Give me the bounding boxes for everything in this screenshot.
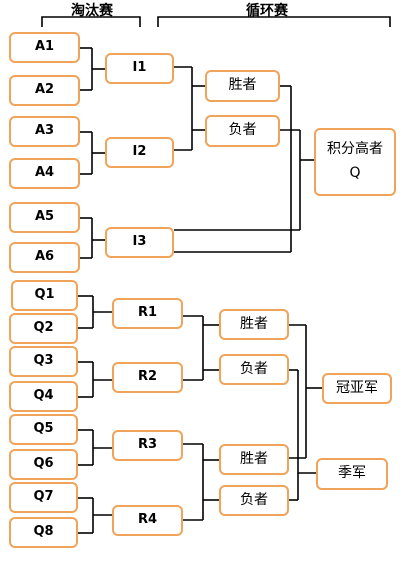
semi-loser-top: 负者 bbox=[219, 354, 289, 385]
entrant-q1: Q1 bbox=[11, 280, 78, 311]
match-r2: R2 bbox=[112, 362, 183, 393]
header-round-robin: 循环赛 bbox=[246, 3, 288, 19]
round-robin-loser: 负者 bbox=[205, 115, 280, 147]
match-i3: I3 bbox=[105, 227, 174, 258]
entrant-q2: Q2 bbox=[9, 313, 78, 344]
result-top-scorer-q: 积分高者 Q bbox=[314, 128, 396, 196]
match-r1: R1 bbox=[112, 298, 183, 329]
entrant-a3: A3 bbox=[9, 116, 80, 147]
entrant-a2: A2 bbox=[9, 75, 80, 106]
final-champion-runnerup: 冠亚军 bbox=[322, 373, 392, 404]
match-i1: I1 bbox=[105, 53, 174, 84]
header-knockout: 淘汰赛 bbox=[71, 3, 113, 19]
entrant-q8: Q8 bbox=[9, 517, 78, 548]
header-bracket-round-robin bbox=[157, 16, 391, 27]
entrant-a6: A6 bbox=[9, 242, 80, 273]
entrant-a5: A5 bbox=[9, 202, 80, 233]
entrant-q4: Q4 bbox=[9, 381, 78, 412]
match-r3: R3 bbox=[112, 430, 183, 461]
entrant-a1: A1 bbox=[9, 32, 80, 63]
semi-loser-bottom: 负者 bbox=[219, 485, 289, 516]
semi-winner-bottom: 胜者 bbox=[219, 444, 289, 475]
round-robin-winner: 胜者 bbox=[205, 70, 280, 102]
entrant-q7: Q7 bbox=[9, 482, 78, 513]
final-third-place: 季军 bbox=[316, 458, 388, 490]
match-r4: R4 bbox=[112, 505, 183, 536]
match-i2: I2 bbox=[105, 137, 174, 168]
semi-winner-top: 胜者 bbox=[219, 309, 289, 340]
entrant-a4: A4 bbox=[9, 158, 80, 189]
header-bracket-knockout bbox=[41, 16, 141, 27]
entrant-q3: Q3 bbox=[9, 346, 78, 377]
entrant-q6: Q6 bbox=[9, 449, 78, 480]
entrant-q5: Q5 bbox=[9, 414, 78, 445]
